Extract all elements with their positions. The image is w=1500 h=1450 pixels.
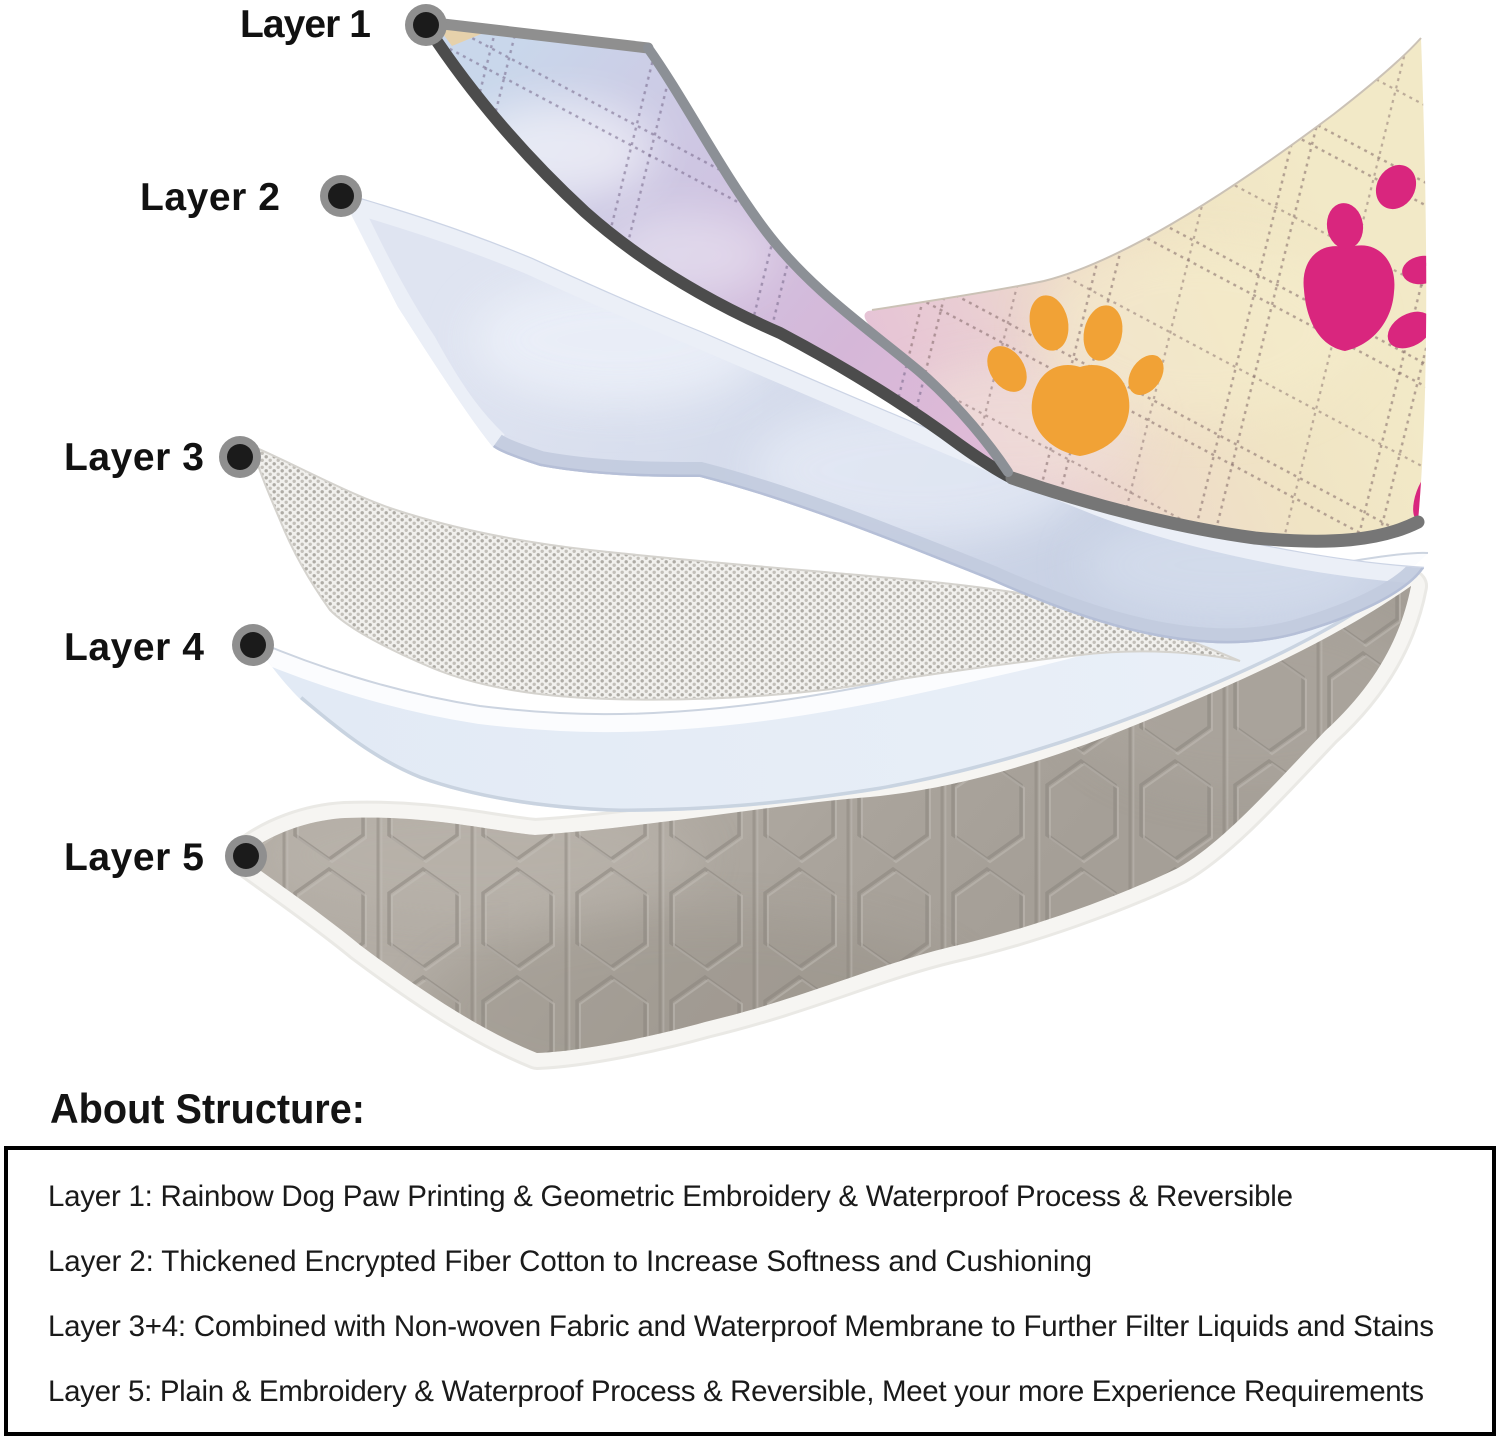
svg-text:Layer 3: Layer 3: [64, 436, 204, 479]
svg-text:Layer 5: Plain & Embroidery &: Layer 5: Plain & Embroidery & Waterproof…: [48, 1375, 1424, 1408]
svg-text:Layer 4: Layer 4: [64, 626, 204, 669]
svg-text:Layer 1: Rainbow Dog Paw Print: Layer 1: Rainbow Dog Paw Printing & Geom…: [48, 1180, 1293, 1213]
svg-text:Layer 5: Layer 5: [64, 836, 204, 879]
svg-text:Layer 1: Layer 1: [240, 3, 371, 46]
svg-text:About Structure:: About Structure:: [50, 1085, 365, 1132]
svg-text:Layer 3+4: Combined with Non-w: Layer 3+4: Combined with Non-woven Fabri…: [48, 1310, 1434, 1343]
svg-text:Layer 2: Layer 2: [140, 176, 280, 219]
svg-text:Layer 2: Thickened Encrypted F: Layer 2: Thickened Encrypted Fiber Cotto…: [48, 1245, 1092, 1278]
